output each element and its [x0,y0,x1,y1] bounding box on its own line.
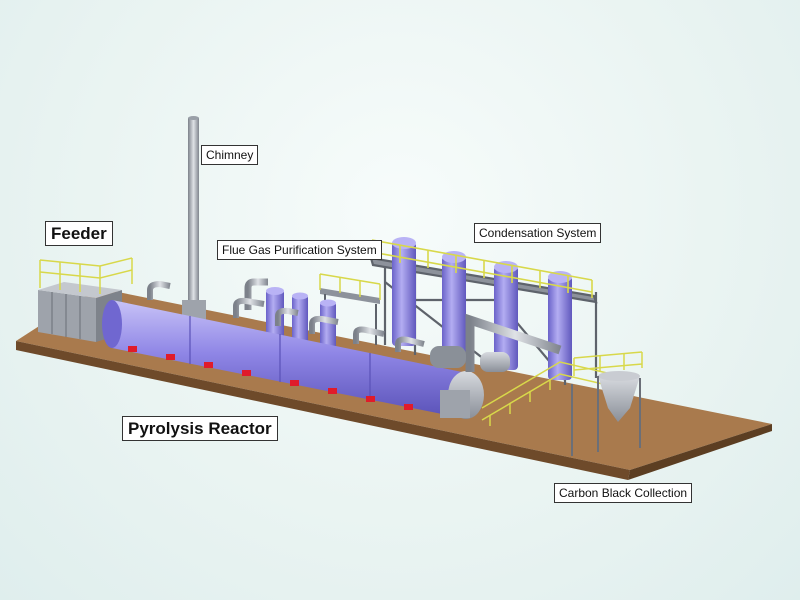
reactor-pipes [147,280,425,352]
label-carbon-black-collection: Carbon Black Collection [554,483,693,503]
pyrolysis-reactor-drum [102,300,484,419]
reactor-burners [128,346,413,410]
label-chimney: Chimney [201,145,259,165]
condensation-railing [371,239,593,298]
chimney-stack [182,116,206,320]
carbon-black-collector [571,351,643,456]
label-condensation-system: Condensation System [474,223,602,243]
discharge-section [430,313,562,372]
condensation-columns [392,237,572,380]
label-pyrolysis-reactor: Pyrolysis Reactor [122,416,278,441]
label-flue-gas-purification: Flue Gas Purification System [217,240,382,260]
label-feeder: Feeder [45,221,113,246]
